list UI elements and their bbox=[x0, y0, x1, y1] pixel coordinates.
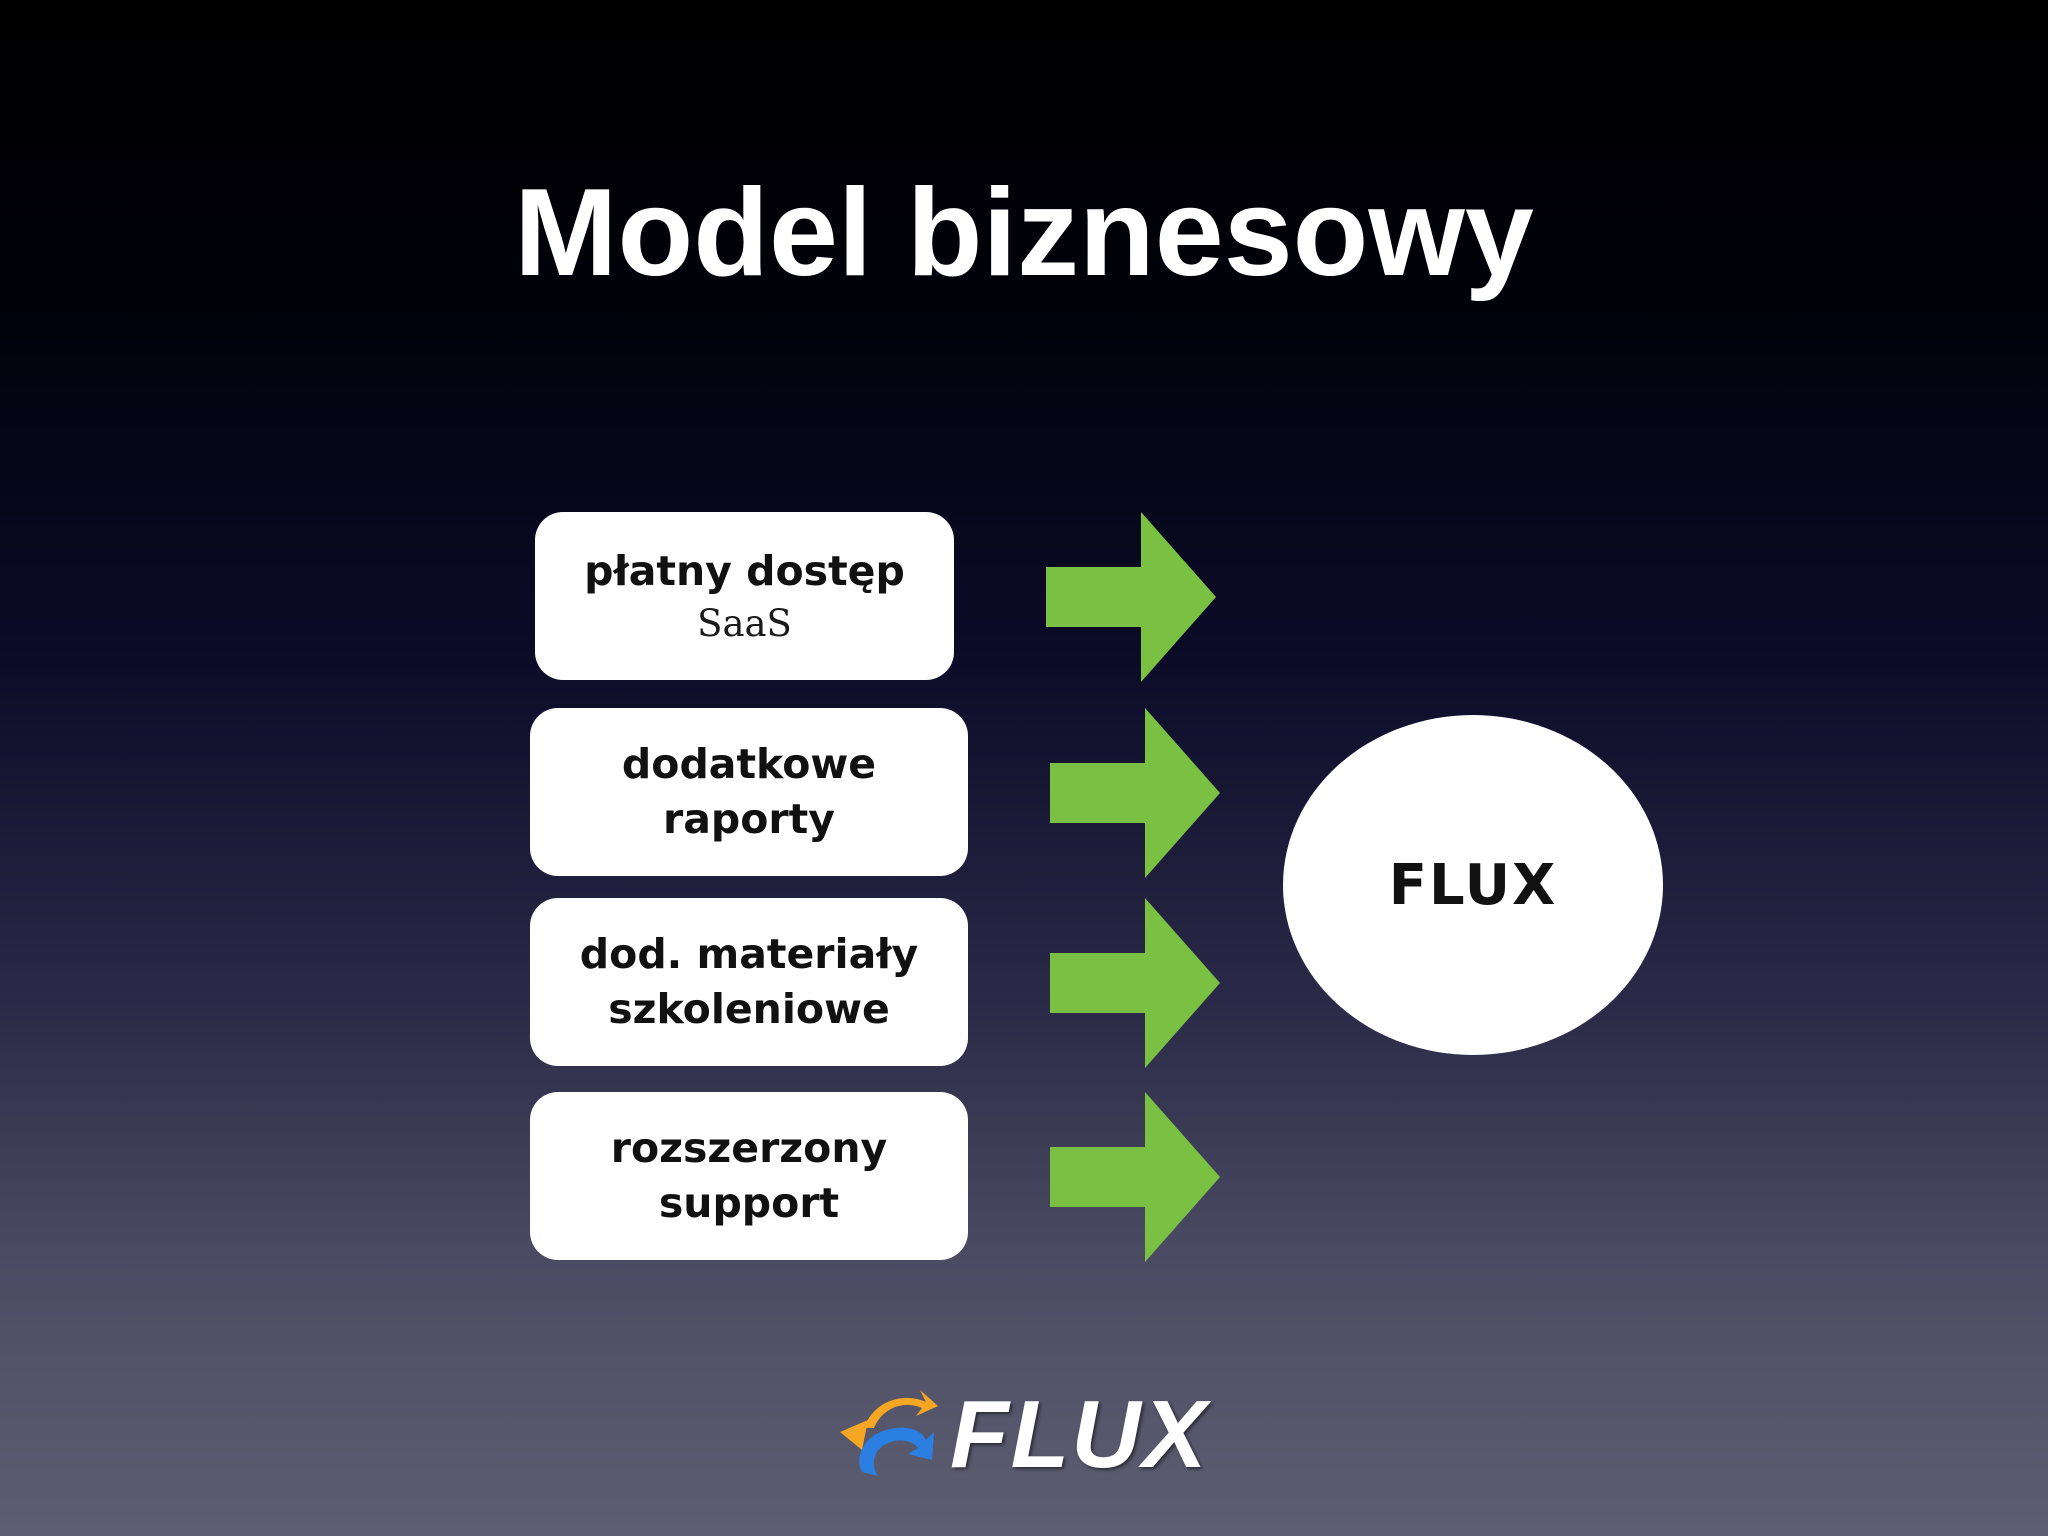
flux-logo: FLUX bbox=[834, 1380, 1234, 1490]
source-label-line1: dod. materiały bbox=[579, 930, 919, 978]
source-sublabel: SaaS bbox=[697, 601, 792, 645]
right-arrow-icon bbox=[1046, 512, 1216, 682]
right-arrow-icon bbox=[1050, 898, 1220, 1068]
slide-title: Model biznesowy bbox=[514, 164, 1534, 302]
source-label-line2: support bbox=[658, 1179, 840, 1227]
right-arrow-icon bbox=[1050, 708, 1220, 878]
source-label-line1: dodatkowe bbox=[621, 740, 877, 788]
source-box-training-materials: dod. materiały szkoleniowe bbox=[530, 898, 968, 1066]
source-label-line1: rozszerzony bbox=[610, 1124, 888, 1172]
source-label-line2: raporty bbox=[663, 795, 835, 843]
logo-text: FLUX bbox=[950, 1381, 1209, 1488]
right-arrow-icon bbox=[1050, 1092, 1220, 1262]
flux-swirl-logo-icon bbox=[840, 1390, 938, 1476]
source-box-extended-support: rozszerzony support bbox=[530, 1092, 968, 1260]
target-label: FLUX bbox=[1388, 852, 1558, 918]
source-label: płatny dostęp bbox=[584, 546, 905, 595]
source-box-additional-reports: dodatkowe raporty bbox=[530, 708, 968, 876]
source-label-line2: szkoleniowe bbox=[608, 985, 890, 1033]
target-circle: FLUX bbox=[1283, 715, 1663, 1055]
source-box-paid-access: płatny dostęp SaaS bbox=[535, 512, 954, 680]
